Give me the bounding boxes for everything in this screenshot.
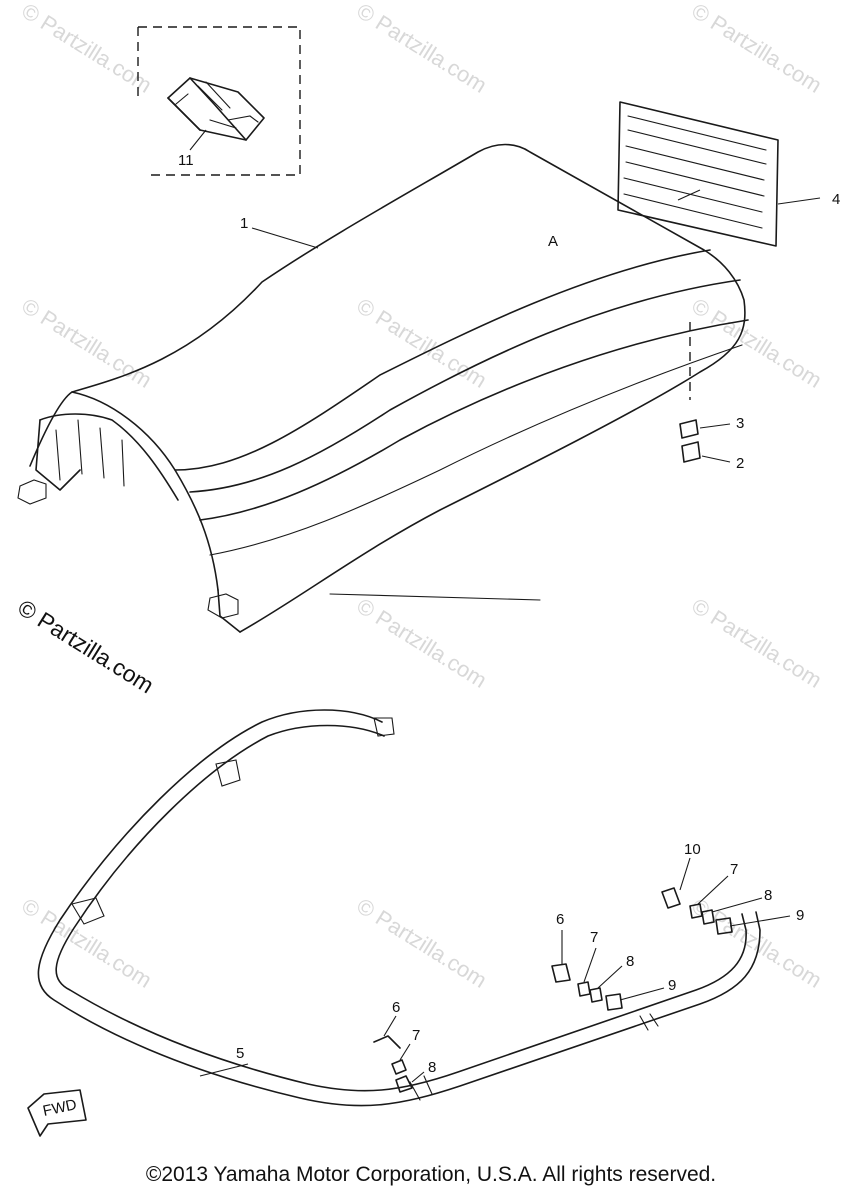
seat-assembly: 1 A [17,143,749,633]
watermark-text: © Partzilla.com [352,0,491,98]
callout-7-left: 7 [412,1027,420,1044]
part-2-nut [681,441,701,463]
callout-5: 5 [236,1045,244,1062]
callout-6-left: 6 [392,999,400,1016]
part-11-inset: 11 [137,26,301,176]
callout-8-right: 8 [764,887,772,904]
copyright-footer: ©2013 Yamaha Motor Corporation, U.S.A. A… [145,1163,717,1186]
washer-9 [715,917,733,935]
callout-8-left: 8 [428,1059,436,1076]
watermark-text: © Partzilla.com [352,593,491,693]
callout-6-middle: 6 [556,911,564,928]
watermark-text: © Partzilla.com [352,893,491,993]
callout-8-middle: 8 [626,953,634,970]
fwd-arrow: FWD [27,1089,87,1137]
watermark-text: © Partzilla.com [352,293,491,393]
tool-pouch [167,77,265,141]
washer-9 [605,993,623,1011]
callout-1: 1 [240,215,248,232]
bolt-6 [551,963,571,983]
watermark-main: © Partzilla.com [13,594,158,698]
part-3-washer [679,419,699,439]
callout-3: 3 [736,415,744,432]
callout-10: 10 [684,841,701,858]
watermark-text: © Partzilla.com [687,893,826,993]
callout-4: 4 [832,191,840,208]
washer-8 [589,987,603,1003]
callout-2: 2 [736,455,744,472]
part-4-label: 4 [617,101,840,247]
callout-9-right: 9 [796,907,804,924]
bolt-6 [373,1035,401,1049]
washer-8 [395,1075,413,1093]
washer-7 [391,1059,407,1075]
watermark-text: © Partzilla.com [687,0,826,98]
watermark-text: © Partzilla.com [17,0,156,98]
washer-8 [701,909,715,925]
watermark-text: © Partzilla.com [687,293,826,393]
inset-border [138,26,301,176]
label-a: A [548,233,558,250]
fastener-group-right: 10 7 8 9 [661,841,804,935]
callout-7-right: 7 [730,861,738,878]
watermark-text: © Partzilla.com [17,293,156,393]
watermark-text: © Partzilla.com [687,593,826,693]
washer-7 [577,981,591,997]
grab-bar: 5 [37,709,761,1107]
callout-7-middle: 7 [590,929,598,946]
parts-2-3: 3 2 [679,415,744,472]
bolt-10 [661,887,681,909]
fastener-group-left: 6 7 8 [373,999,436,1093]
callout-11: 11 [178,152,194,169]
fwd-label: FWD [41,1096,78,1120]
callout-9-middle: 9 [668,977,676,994]
fastener-group-middle: 6 7 8 9 [551,911,676,1011]
